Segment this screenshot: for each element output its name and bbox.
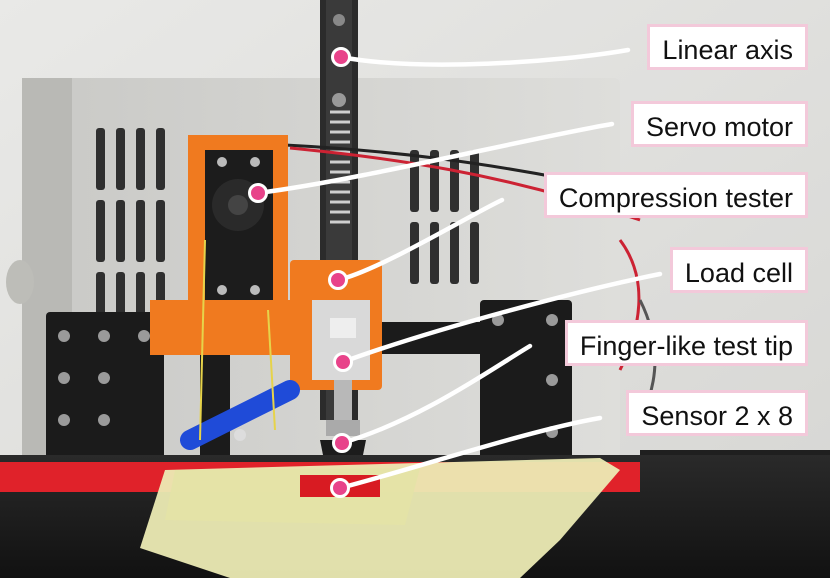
leader-line-test-tip	[339, 343, 533, 446]
marker-sensor	[330, 478, 350, 498]
label-compression-tester: Compression tester	[543, 172, 808, 218]
leader-line-servo-motor	[255, 121, 615, 196]
label-load-cell: Load cell	[669, 247, 808, 293]
label-test-tip: Finger-like test tip	[564, 320, 808, 366]
marker-test-tip	[332, 433, 352, 453]
label-servo-motor: Servo motor	[630, 101, 808, 147]
marker-compression-tester	[328, 270, 348, 290]
leader-line-load-cell	[340, 271, 663, 365]
leader-line-sensor	[337, 415, 603, 491]
linkage-arm	[180, 239, 300, 450]
leader-line-compression-tester	[335, 197, 505, 283]
marker-servo-motor	[248, 183, 268, 203]
table-surface	[0, 455, 830, 578]
leader-lines	[255, 47, 663, 491]
leader-line-linear-axis	[338, 47, 631, 67]
marker-load-cell	[333, 352, 353, 372]
label-sensor: Sensor 2 x 8	[626, 390, 808, 436]
marker-linear-axis	[331, 47, 351, 67]
label-linear-axis: Linear axis	[647, 24, 808, 70]
markers	[248, 47, 353, 498]
